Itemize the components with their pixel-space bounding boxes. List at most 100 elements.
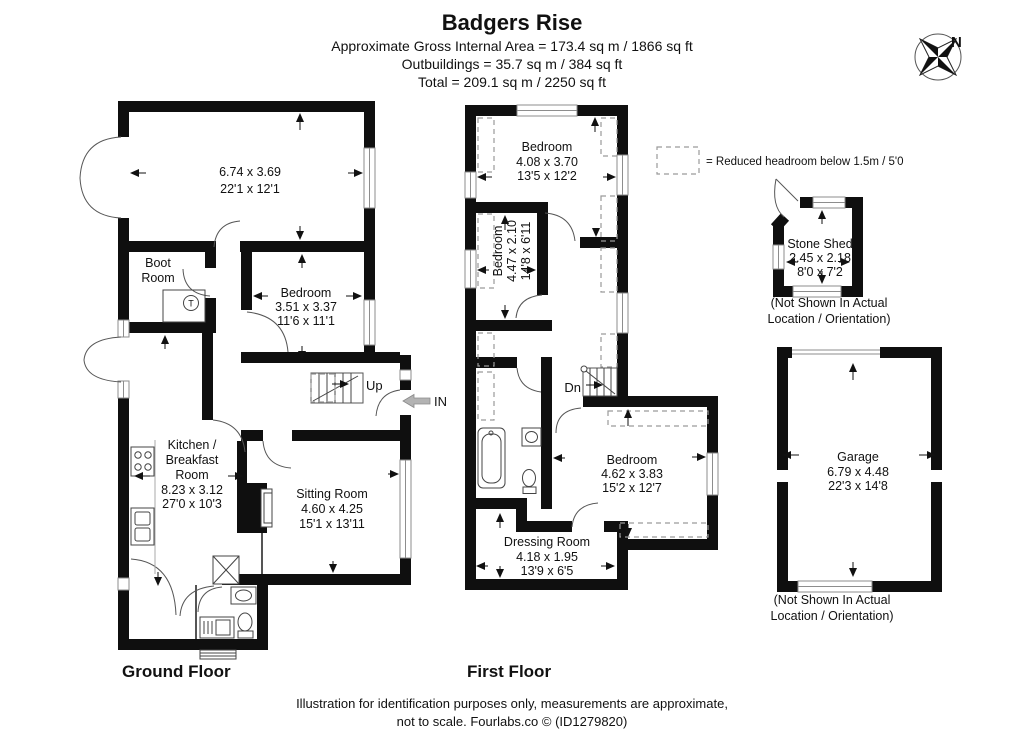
- outbuildings-line: Outbuildings = 35.7 sq m / 384 sq ft: [402, 56, 623, 72]
- footer-line-2: not to scale. Fourlabs.co © (ID1279820): [397, 714, 628, 729]
- page-title: Badgers Rise: [442, 10, 583, 35]
- ff-bedroom3-name: Bedroom: [607, 453, 658, 467]
- stone-shed-plan: Stone Shed 2.45 x 2.18 8'0 x 7'2 (Not Sh…: [768, 178, 891, 326]
- airing-cupboard: [212, 555, 240, 585]
- compass-rose-icon: N: [914, 33, 962, 81]
- garage-plan: Garage 6.79 x 4.48 22'3 x 14'8 (Not Show…: [771, 347, 942, 623]
- bedroom-name: Bedroom: [281, 286, 332, 300]
- ff-bedroom2-name: Bedroom: [491, 226, 505, 277]
- garage-note-2: Location / Orientation): [771, 609, 894, 623]
- dressing-room-dim-m: 4.18 x 1.95: [516, 550, 578, 564]
- door-arc: [246, 311, 289, 353]
- ground-floor-labels: 6.74 x 3.69 22'1 x 12'1 Boot Room Bedroo…: [122, 165, 447, 681]
- stairs-up-label: Up: [366, 378, 383, 393]
- stone-shed-note-2: Location / Orientation): [768, 312, 891, 326]
- sitting-room-dim-ft: 15'1 x 13'11: [299, 517, 365, 531]
- ground-floor-windows: [117, 147, 412, 591]
- first-floor-walls: [465, 105, 718, 590]
- stone-shed-door: [774, 178, 799, 218]
- ff-bedroom2-dim-m: 4.47 x 2.10: [505, 220, 519, 282]
- boot-room-label-1: Boot: [145, 256, 171, 270]
- stone-shed-labels: Stone Shed 2.45 x 2.18 8'0 x 7'2 (Not Sh…: [768, 237, 891, 326]
- ground-floor-walls: [118, 101, 411, 650]
- kitchen-dim-ft: 27'0 x 10'3: [162, 497, 222, 511]
- garage-name: Garage: [837, 450, 879, 464]
- dressing-room-name: Dressing Room: [504, 535, 590, 549]
- garage-labels: Garage 6.79 x 4.48 22'3 x 14'8 (Not Show…: [771, 450, 894, 623]
- first-floor-doors: [515, 212, 599, 528]
- bathroom-toilet: [522, 469, 537, 494]
- reception-dim-m: 6.74 x 3.69: [219, 165, 281, 179]
- door-arc: [213, 220, 241, 248]
- stove: [130, 446, 155, 477]
- stone-shed-walls: [770, 197, 863, 297]
- kitchen-label-2: Breakfast: [166, 453, 219, 467]
- reduced-headroom-areas: [477, 117, 709, 538]
- legend-text: = Reduced headroom below 1.5m / 5'0: [706, 156, 904, 168]
- ff-bedroom1-dim-m: 4.08 x 3.70: [516, 155, 578, 169]
- north-label: N: [951, 34, 962, 51]
- footer: Illustration for identification purposes…: [296, 696, 728, 729]
- gross-area-line: Approximate Gross Internal Area = 173.4 …: [331, 38, 693, 54]
- door-arc: [571, 502, 599, 528]
- garage-walls: [777, 347, 942, 592]
- sitting-room-dim-m: 4.60 x 4.25: [301, 502, 363, 516]
- entrance-label: IN: [434, 394, 447, 409]
- first-floor-labels: Bedroom 4.08 x 3.70 13'5 x 12'2 Bedroom …: [467, 140, 663, 681]
- bathtub: [477, 427, 506, 489]
- tank-symbol: T: [162, 289, 206, 323]
- stone-shed-note-1: (Not Shown In Actual: [771, 296, 888, 310]
- ground-floor-title: Ground Floor: [122, 662, 231, 681]
- garage-dim-ft: 22'3 x 14'8: [828, 479, 888, 493]
- ff-bedroom3-dim-m: 4.62 x 3.83: [601, 467, 663, 481]
- fireplace: [260, 488, 273, 528]
- first-floor-windows: [464, 104, 719, 496]
- first-floor-dim-arrows: [476, 117, 706, 578]
- kitchen-label-3: Room: [175, 468, 208, 482]
- french-door-arc: [83, 336, 122, 361]
- stone-shed-name: Stone Shed: [787, 237, 852, 251]
- entrance-arrow-icon: [402, 393, 431, 409]
- door-arc: [179, 585, 215, 617]
- ff-bedroom2-dim-ft: 14'8 x 6'11: [519, 222, 533, 281]
- door-arc: [515, 294, 543, 319]
- ground-floor-fixtures: T: [130, 289, 273, 660]
- wc-toilet: [237, 612, 254, 639]
- garage-door: [792, 349, 880, 355]
- ground-floor-dim-arrows: [130, 113, 399, 586]
- door-arc: [516, 367, 542, 393]
- first-floor-plan: Bedroom 4.08 x 3.70 13'5 x 12'2 Bedroom …: [464, 104, 719, 681]
- entry-steps: [199, 649, 237, 660]
- garage-windows: [777, 470, 942, 593]
- door-arc: [212, 419, 246, 453]
- garage-dim-arrows: [782, 363, 936, 577]
- stone-shed-dim-ft: 8'0 x 7'2: [797, 265, 843, 279]
- ground-floor-plan: T 6.74 x 3.69 22'1 x 12'1 Boot: [79, 101, 447, 681]
- ground-floor-doors: [79, 136, 401, 617]
- ff-bedroom1-dim-ft: 13'5 x 12'2: [517, 169, 577, 183]
- kitchen-sink: [130, 507, 155, 546]
- garage-dim-m: 6.79 x 4.48: [827, 465, 889, 479]
- header: Badgers Rise Approximate Gross Internal …: [331, 10, 693, 90]
- door-arc: [544, 212, 576, 242]
- kitchen-label-1: Kitchen /: [168, 438, 217, 452]
- door-arc: [197, 586, 223, 613]
- stone-shed-dim-arrows: [786, 210, 850, 284]
- garage-note-1: (Not Shown In Actual: [774, 593, 891, 607]
- bedroom-dim-m: 3.51 x 3.37: [275, 300, 337, 314]
- ff-bedroom1-name: Bedroom: [522, 140, 573, 154]
- tank-label: T: [188, 299, 194, 309]
- stairs-up: [310, 372, 364, 404]
- front-door-arc: [375, 389, 401, 417]
- door-arc: [182, 268, 211, 297]
- bedroom-dim-ft: 11'6 x 11'1: [277, 314, 335, 328]
- door-arc: [130, 558, 177, 616]
- first-floor-fixtures: [477, 427, 542, 494]
- reception-dim-ft: 22'1 x 12'1: [220, 182, 280, 196]
- kitchen-dim-m: 8.23 x 3.12: [161, 483, 223, 497]
- stone-shed-dim-m: 2.45 x 2.18: [789, 251, 851, 265]
- ff-bedroom3-dim-ft: 15'2 x 12'7: [602, 481, 662, 495]
- wc-basin: [230, 586, 257, 605]
- reduced-headroom-legend: = Reduced headroom below 1.5m / 5'0: [656, 146, 904, 175]
